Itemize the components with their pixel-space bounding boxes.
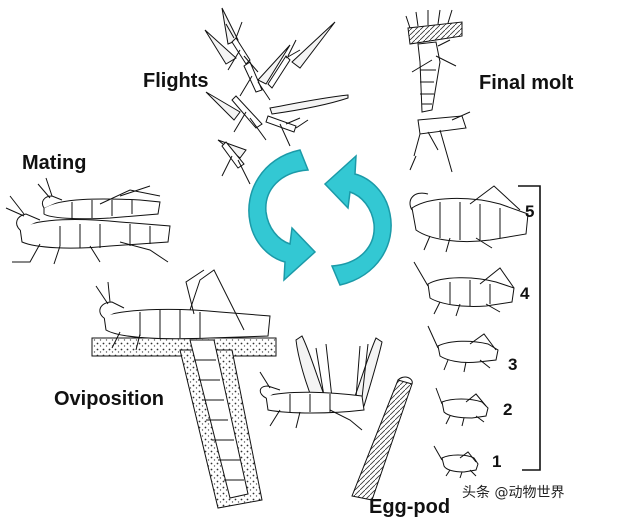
nymph-icon: [409, 185, 529, 479]
instar-bracket: [518, 185, 541, 471]
instar-number-5: 5: [525, 202, 535, 221]
ovipositing-locust-icon: [91, 269, 277, 509]
label-final-molt: Final molt: [479, 72, 574, 94]
adult-locust-icon: [259, 335, 383, 431]
instar-number-2: 2: [503, 400, 513, 419]
watermark-text: 头条 @动物世界: [462, 485, 565, 501]
instar-number-4: 4: [520, 284, 530, 303]
egg-pod-icon: [351, 376, 413, 501]
cycle-arrow-icon: [248, 149, 392, 286]
molting-locust-icon: [405, 9, 471, 173]
instar-number-3: 3: [508, 355, 518, 374]
label-egg-pod: Egg-pod: [369, 496, 451, 518]
mating-locusts-icon: [5, 177, 171, 265]
label-oviposition: Oviposition: [54, 388, 164, 410]
label-mating: Mating: [22, 152, 87, 174]
instar-number-1: 1: [492, 452, 502, 471]
locust-swarm-icon: [204, 7, 349, 185]
label-flights: Flights: [143, 70, 209, 92]
